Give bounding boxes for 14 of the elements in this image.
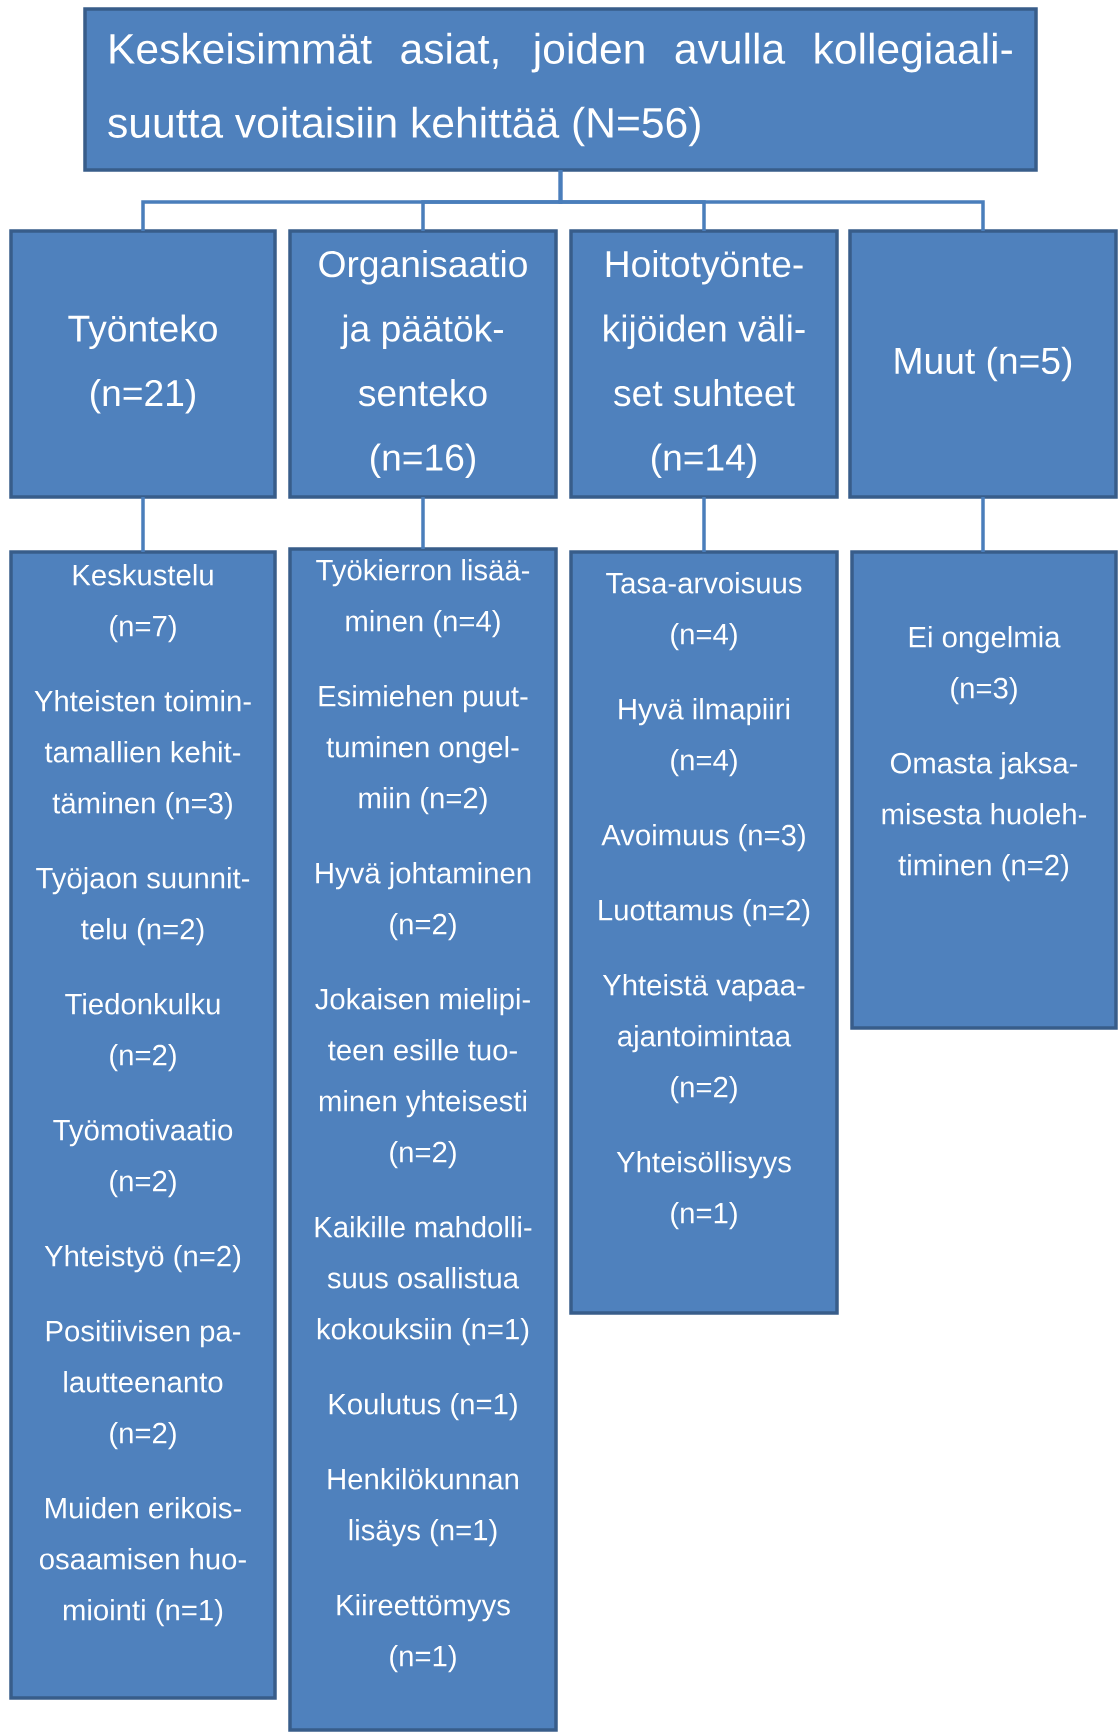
connector (981, 497, 985, 552)
category-box: Hoitotyönte- kijöiden väli- set suhteet (n=14) (569, 229, 839, 499)
category-box: Organisaatio ja päätök- senteko (n=16) (288, 229, 558, 499)
list-box: Tasa-arvoisuus (n=4) Hyvä ilmapiiri (n=4) Avoimuus (n=3) Luottamus (n=2) Yhteistä vapaa- ajantoimintaa (n=2) Yhteisöllisyys (n=1) (569, 550, 839, 1315)
list-box: Keskustelu (n=7) Yhteisten toimin- tamallien kehit- täminen (n=3) Työjaon suunnit- telu (n=2) Tiedonkulku (n=2) Työmotivaatio (n=2) Yhteistyö (n=2) Positiivisen pa- lautteenanto (n=2) Muiden erikois- osaamisen huo- miointi (n=1) (9, 550, 277, 1700)
connector (702, 497, 706, 552)
list-box: Ei ongelmia (n=3) Omasta jaksa- misesta huoleh- timinen (n=2) (850, 550, 1118, 1030)
list-box: Työkierron lisää- minen (n=4) Esimiehen puut- tuminen ongel- miin (n=2) Hyvä johtaminen (n=2) Jokaisen mielipi- teen esille tuo- minen yhteisesti (n=2) Kaikille mahdolli- suus osallistua kokouksiin (n=1) Koulutus (n=1) Henkilökunnan lisäys (n=1) Kiireettömyys (n=1) (288, 547, 558, 1732)
category-box: Muut (n=5) (848, 229, 1118, 499)
connector (421, 497, 425, 549)
category-box: Työnteko (n=21) (9, 229, 277, 499)
connector (141, 497, 145, 552)
title-box: Keskeisimmät asiat, joiden avulla kollegiaali- suutta voitaisiin kehittää (N=56) (83, 7, 1038, 172)
connector (558, 170, 985, 231)
